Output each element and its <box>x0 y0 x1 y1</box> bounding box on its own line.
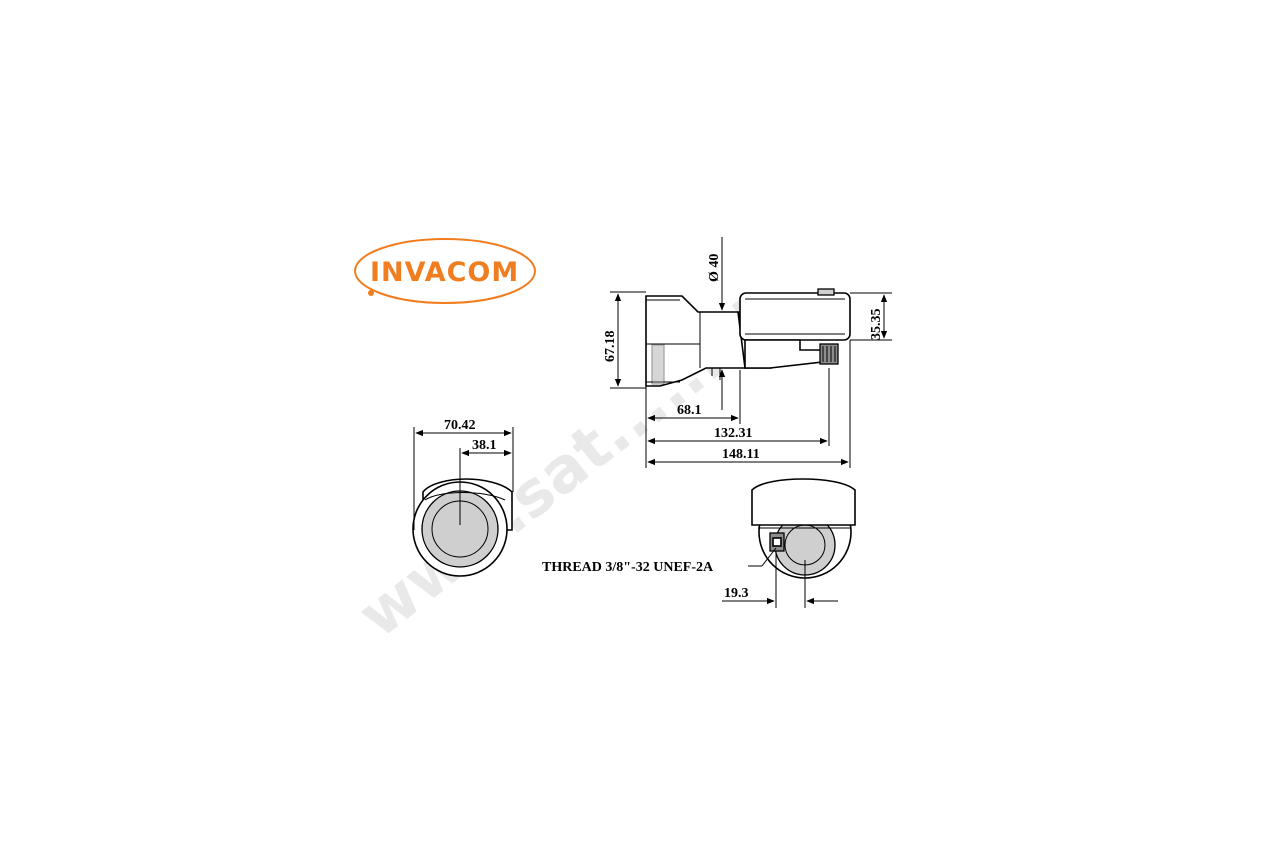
lnb-front-view <box>412 478 513 577</box>
feed-length-label: 68.1 <box>677 403 702 418</box>
feed-height-label: 67.18 <box>603 331 618 363</box>
dimension-lengths: 68.1 132.31 148.11 <box>645 340 851 468</box>
connector-length-label: 132.31 <box>714 426 753 441</box>
dimension-connector-offset: 19.3 <box>722 552 838 608</box>
svg-text:INVACOM: INVACOM <box>370 257 519 288</box>
dimension-housing-height: 35.35 <box>850 292 892 341</box>
housing-height-label: 35.35 <box>869 309 884 341</box>
total-length-label: 148.11 <box>722 447 760 462</box>
front-width-label: 70.42 <box>444 418 476 433</box>
thread-label: THREAD 3/8"-32 UNEF-2A <box>542 560 714 575</box>
front-offset-label: 38.1 <box>472 438 497 453</box>
lnb-rear-view <box>751 478 856 579</box>
thread-callout: THREAD 3/8"-32 UNEF-2A <box>542 547 777 575</box>
dimension-feed-height: 67.18 <box>603 291 646 389</box>
dimension-feed-diameter: Ø 40 <box>707 237 726 410</box>
lnb-side-view <box>645 288 851 387</box>
connector-offset-label: 19.3 <box>724 586 749 601</box>
dimension-front-width: 70.42 <box>413 418 514 530</box>
feed-diameter-label: Ø 40 <box>707 254 722 282</box>
invacom-logo: INVACOM <box>354 238 536 304</box>
dimension-front-offset: 38.1 <box>459 438 512 525</box>
